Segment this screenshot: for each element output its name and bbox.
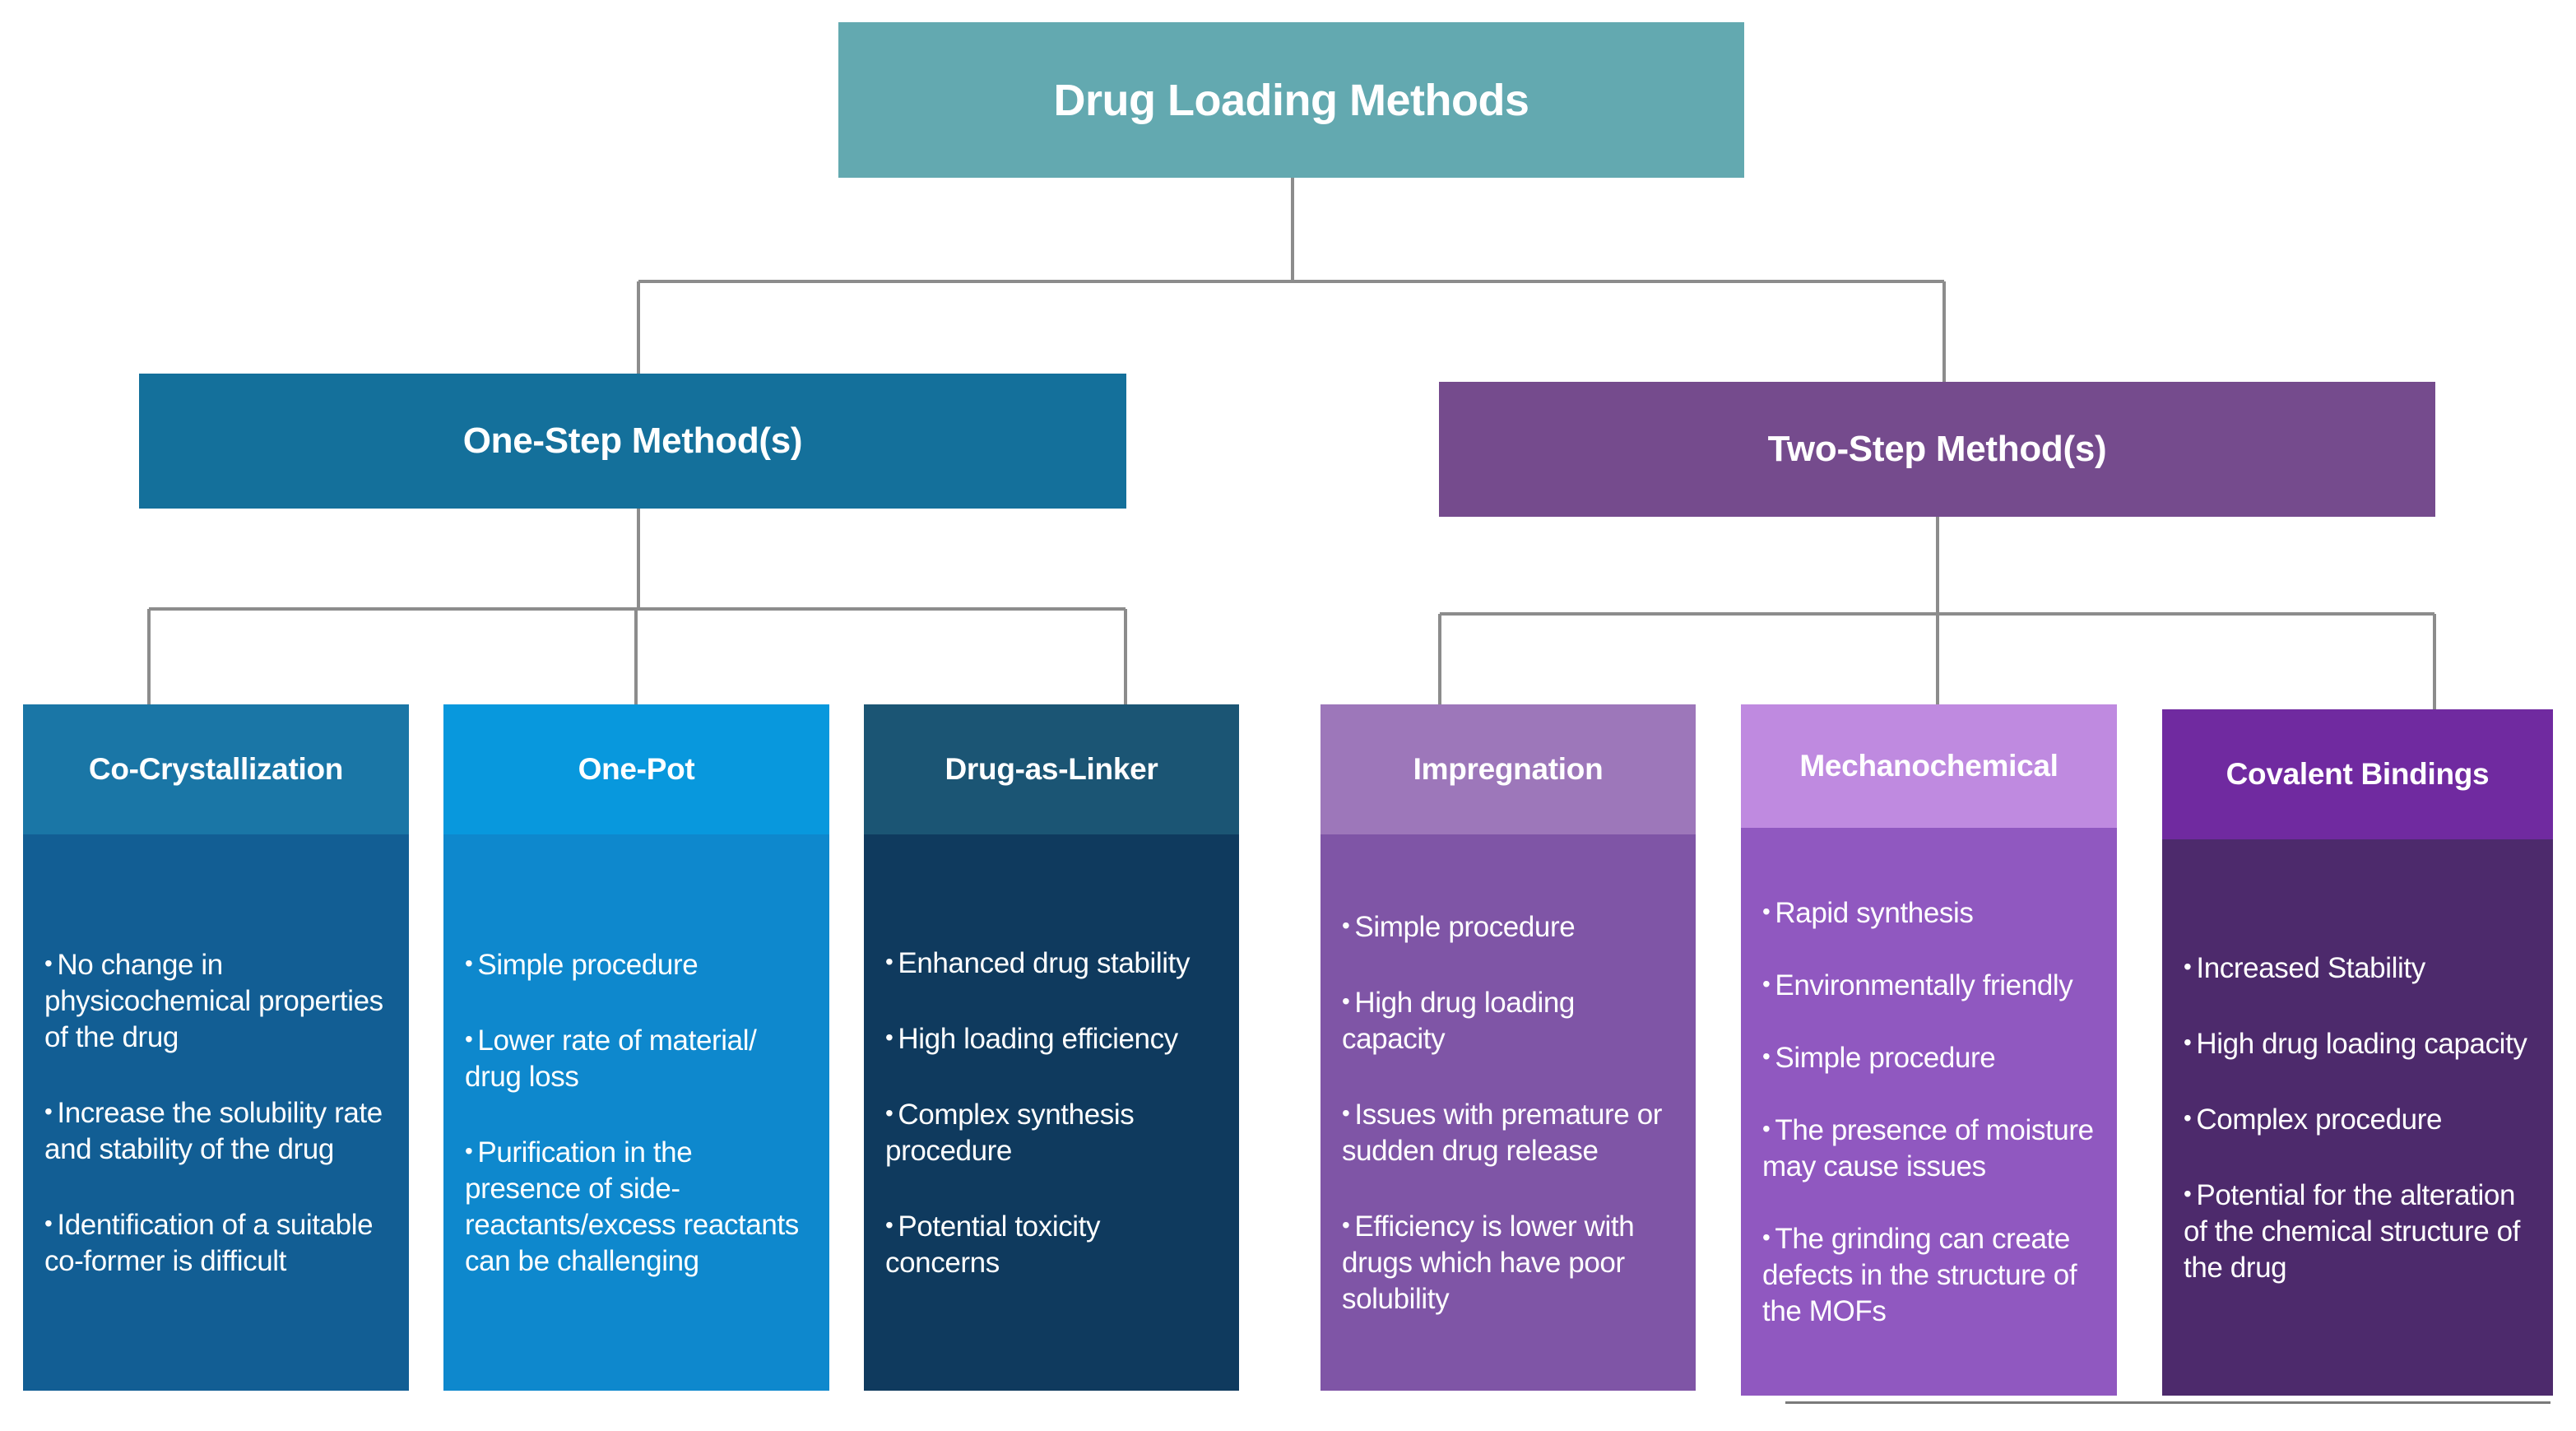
method-point: •Simple procedure	[1762, 1042, 1996, 1074]
method-name: Impregnation	[1413, 752, 1604, 786]
method-point: •Potential for the alteration of the che…	[2184, 1179, 2520, 1284]
method-name: One-Pot	[578, 752, 695, 786]
method-body-one-pot: •Simple procedure •Lower rate of materia…	[443, 834, 829, 1391]
method-name: Mechanochemical	[1799, 749, 2058, 783]
method-body-covalent-bindings: •Increased Stability •High drug loading …	[2162, 839, 2553, 1396]
method-card-impregnation: Impregnation •Simple procedure •High dru…	[1320, 704, 1696, 1391]
method-name: Drug-as-Linker	[945, 752, 1158, 786]
method-header-impregnation: Impregnation	[1320, 704, 1696, 834]
method-point: •The presence of moisture may cause issu…	[1762, 1114, 2094, 1182]
method-point: •Environmentally friendly	[1762, 969, 2073, 1001]
method-card-one-pot: One-Pot •Simple procedure •Lower rate of…	[443, 704, 829, 1391]
method-point: •High loading efficiency	[885, 1023, 1178, 1055]
method-header-covalent-bindings: Covalent Bindings	[2162, 709, 2553, 839]
one-step-method-label: One-Step Method(s)	[462, 420, 803, 461]
method-name: Co-Crystallization	[88, 752, 344, 786]
one-step-method-box: One-Step Method(s)	[139, 374, 1126, 509]
method-point: •Potential toxicity concerns	[885, 1210, 1101, 1279]
root-title: Drug Loading Methods	[1053, 75, 1529, 125]
method-point: •High drug loading capacity	[2184, 1028, 2527, 1060]
method-points: •Simple procedure •High drug loading cap…	[1342, 908, 1674, 1317]
method-point: •Complex procedure	[2184, 1103, 2443, 1136]
method-point: •Lower rate of material/ drug loss	[465, 1024, 757, 1093]
method-header-drug-as-linker: Drug-as-Linker	[864, 704, 1239, 834]
method-point: •Efficiency is lower with drugs which ha…	[1342, 1210, 1635, 1315]
method-card-co-crystallization: Co-Crystallization •No change in physico…	[23, 704, 409, 1391]
method-point: •The grinding can create defects in the …	[1762, 1223, 2077, 1327]
method-point: •Rapid synthesis	[1762, 897, 1974, 929]
method-body-drug-as-linker: •Enhanced drug stability •High loading e…	[864, 834, 1239, 1391]
method-point: •Simple procedure	[1342, 911, 1576, 943]
method-card-covalent-bindings: Covalent Bindings •Increased Stability •…	[2162, 709, 2553, 1396]
method-point: •Increased Stability	[2184, 952, 2425, 984]
method-header-one-pot: One-Pot	[443, 704, 829, 834]
method-points: •Increased Stability •High drug loading …	[2184, 949, 2532, 1286]
method-points: •Simple procedure •Lower rate of materia…	[465, 945, 808, 1280]
method-point: •No change in physicochemical properties…	[44, 949, 383, 1053]
method-body-co-crystallization: •No change in physicochemical properties…	[23, 834, 409, 1391]
method-body-impregnation: •Simple procedure •High drug loading cap…	[1320, 834, 1696, 1391]
method-point: •Complex synthesis procedure	[885, 1099, 1135, 1167]
method-body-mechanochemical: •Rapid synthesis •Environmentally friend…	[1741, 828, 2117, 1396]
two-step-method-box: Two-Step Method(s)	[1439, 382, 2435, 517]
method-points: •Rapid synthesis •Environmentally friend…	[1762, 894, 2096, 1330]
bottom-divider	[1785, 1401, 2550, 1404]
method-point: •High drug loading capacity	[1342, 987, 1575, 1055]
method-points: •Enhanced drug stability •High loading e…	[885, 944, 1218, 1281]
method-point: •Issues with premature or sudden drug re…	[1342, 1099, 1663, 1167]
method-card-drug-as-linker: Drug-as-Linker •Enhanced drug stability …	[864, 704, 1239, 1391]
method-header-mechanochemical: Mechanochemical	[1741, 704, 2117, 828]
method-points: •No change in physicochemical properties…	[44, 945, 388, 1280]
two-step-method-label: Two-Step Method(s)	[1767, 429, 2107, 469]
root-title-box: Drug Loading Methods	[838, 22, 1744, 178]
method-point: •Purification in the presence of side-re…	[465, 1136, 799, 1277]
method-point: •Identification of a suitable co-former …	[44, 1209, 374, 1277]
method-card-mechanochemical: Mechanochemical •Rapid synthesis •Enviro…	[1741, 704, 2117, 1396]
method-header-co-crystallization: Co-Crystallization	[23, 704, 409, 834]
method-name: Covalent Bindings	[2226, 757, 2490, 791]
method-point: •Enhanced drug stability	[885, 947, 1191, 979]
method-point: •Simple procedure	[465, 949, 699, 981]
method-point: •Increase the solubility rate and stabil…	[44, 1097, 383, 1165]
